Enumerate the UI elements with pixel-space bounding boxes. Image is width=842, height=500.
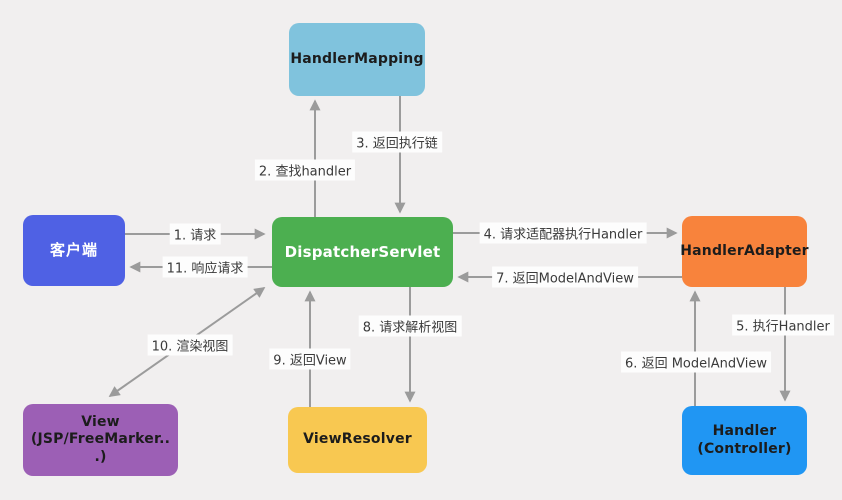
- node-handler-mapping: HandlerMapping: [289, 23, 425, 96]
- node-view-label-line3: .): [94, 448, 107, 465]
- node-view-label-line1: View: [81, 413, 120, 430]
- edge-3-return-chain-label: 3. 返回执行链: [352, 131, 442, 153]
- node-handler-adapter-label: HandlerAdapter: [680, 242, 809, 259]
- edge-11-response-label: 11. 响应请求: [162, 256, 248, 278]
- edge-6-return-modelandview-label: 6. 返回 ModelAndView: [621, 351, 771, 373]
- node-dispatcher-servlet-label: DispatcherServlet: [284, 242, 441, 261]
- edge-4-adapter-execute-label: 4. 请求适配器执行Handler: [479, 222, 647, 244]
- edge-10-render-view-label: 10. 渲染视图: [147, 334, 233, 356]
- node-view-resolver-label: ViewResolver: [303, 431, 412, 448]
- edge-8-resolve-view-label: 8. 请求解析视图: [358, 315, 462, 337]
- node-handler-adapter: HandlerAdapter: [680, 216, 809, 287]
- edge-9-return-view-label: 9. 返回View: [269, 348, 351, 370]
- node-view-label-line2: (JSP/FreeMarker..: [30, 431, 171, 448]
- node-view: View (JSP/FreeMarker.. .): [23, 404, 178, 476]
- node-dispatcher-servlet: DispatcherServlet: [272, 217, 453, 287]
- node-handler-mapping-label: HandlerMapping: [290, 50, 424, 67]
- node-client-label: 客户端: [49, 241, 98, 260]
- node-view-resolver: ViewResolver: [288, 407, 427, 473]
- node-handler-controller-label-line1: Handler: [712, 423, 777, 439]
- node-handler-controller-label-line2: (Controller): [697, 440, 792, 457]
- edge-7-return-modelandview-label: 7. 返回ModelAndView: [492, 266, 638, 288]
- edge-1-request-label: 1. 请求: [169, 223, 221, 245]
- node-client: 客户端: [23, 215, 125, 286]
- edge-2-find-handler-label: 2. 查找handler: [254, 159, 356, 181]
- node-handler-controller: Handler (Controller): [682, 406, 807, 475]
- edge-5-execute-handler-label: 5. 执行Handler: [732, 314, 834, 336]
